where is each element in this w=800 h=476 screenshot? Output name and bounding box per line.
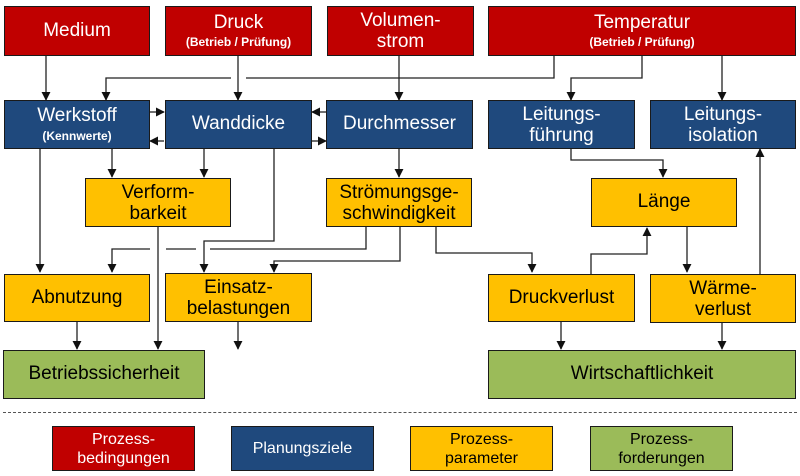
node-werkstoff-sub: (Kennwerte) bbox=[42, 128, 112, 143]
node-volumenstrom-line2: strom bbox=[376, 31, 425, 52]
node-waermeverlust-line2: verlust bbox=[695, 298, 751, 320]
node-laenge: Länge bbox=[591, 178, 737, 227]
arrow-leitungsfuehrung-laenge bbox=[570, 149, 668, 178]
arrow-temperatur-werkstoff bbox=[106, 56, 555, 100]
node-druckverlust: Druckverlust bbox=[488, 274, 635, 322]
node-leitungsisolation: Leitungs- isolation bbox=[650, 100, 796, 149]
legend-process-parameters: Prozess- parameter bbox=[410, 426, 553, 471]
legend-process-parameters-line1: Prozess- bbox=[449, 430, 514, 448]
arrow-druckverlust-laenge bbox=[590, 227, 652, 274]
legend-process-requirements-line2: forderungen bbox=[618, 449, 705, 467]
node-verformbarkeit-line2: barkeit bbox=[129, 202, 187, 224]
node-leitungsisolation-line1: Leitungs- bbox=[683, 103, 763, 125]
legend-process-requirements: Prozess- forderungen bbox=[590, 426, 733, 471]
node-werkstoff-title: Werkstoff bbox=[37, 105, 117, 127]
legend-process-parameters-line2: parameter bbox=[445, 449, 518, 467]
node-laenge-title: Länge bbox=[637, 191, 691, 213]
node-waermeverlust: Wärme- verlust bbox=[650, 274, 796, 323]
node-einsatz-line2: belastungen bbox=[186, 297, 291, 319]
node-abnutzung: Abnutzung bbox=[4, 274, 150, 322]
legend-process-conditions: Prozess- bedingungen bbox=[52, 426, 195, 471]
node-druck-sub: (Betrieb / Prüfung) bbox=[185, 35, 292, 50]
node-stroemung-line1: Strömungsge- bbox=[339, 181, 459, 203]
node-leitungsisolation-line2: isolation bbox=[688, 124, 758, 146]
node-leitungsfuehrung-line2: führung bbox=[529, 124, 594, 146]
node-waermeverlust-line1: Wärme- bbox=[689, 277, 757, 299]
node-wanddicke: Wanddicke bbox=[165, 100, 312, 149]
node-wirtschaftlichkeit-title: Wirtschaftlichkeit bbox=[570, 363, 714, 385]
node-druck: Druck (Betrieb / Prüfung) bbox=[165, 6, 312, 56]
node-temperatur: Temperatur (Betrieb / Prüfung) bbox=[488, 6, 796, 56]
node-stroemung-line2: schwindigkeit bbox=[342, 202, 456, 224]
node-medium: Medium bbox=[4, 6, 150, 56]
legend-process-conditions-line2: bedingungen bbox=[77, 449, 170, 467]
node-betriebssicherheit-title: Betriebssicherheit bbox=[28, 363, 180, 385]
node-druckverlust-title: Druckverlust bbox=[508, 286, 615, 308]
node-verformbarkeit: Verform- barkeit bbox=[85, 178, 231, 227]
legend-process-requirements-line1: Prozess- bbox=[629, 430, 694, 448]
node-temperatur-title: Temperatur bbox=[593, 11, 691, 33]
node-verformbarkeit-line1: Verform- bbox=[121, 181, 195, 203]
legend-planning-goals: Planungsziele bbox=[231, 426, 374, 471]
legend-process-conditions-line1: Prozess- bbox=[91, 430, 156, 448]
node-leitungsfuehrung-line1: Leitungs- bbox=[522, 103, 601, 125]
arrow-temperatur-leitungsfuehrung bbox=[566, 56, 643, 101]
node-medium-title: Medium bbox=[43, 19, 111, 41]
node-stroemung: Strömungsge- schwindigkeit bbox=[326, 178, 472, 227]
node-einsatz-line1: Einsatz- bbox=[204, 276, 273, 298]
node-temperatur-sub: (Betrieb / Prüfung) bbox=[589, 35, 695, 50]
arrow-stroemung-druckverlust bbox=[435, 227, 537, 273]
node-werkstoff: Werkstoff (Kennwerte) bbox=[4, 100, 150, 149]
node-leitungsfuehrung: Leitungs- führung bbox=[488, 100, 635, 149]
legend-planning-goals-label: Planungsziele bbox=[252, 440, 353, 457]
arrow-stroemung-abnutzung bbox=[112, 227, 367, 272]
node-durchmesser-title: Durchmesser bbox=[343, 113, 456, 135]
node-druck-title: Druck bbox=[213, 11, 264, 33]
node-betriebssicherheit: Betriebssicherheit bbox=[3, 350, 205, 399]
legend-separator bbox=[3, 412, 797, 413]
node-durchmesser: Durchmesser bbox=[326, 100, 473, 149]
node-volumenstrom-line1: Volumen- bbox=[360, 10, 441, 31]
node-wirtschaftlichkeit: Wirtschaftlichkeit bbox=[488, 350, 796, 399]
node-einsatz: Einsatz- belastungen bbox=[165, 273, 312, 322]
arrow-wanddicke-einsatz bbox=[199, 149, 275, 273]
node-wanddicke-title: Wanddicke bbox=[191, 113, 286, 135]
node-volumenstrom: Volumen- strom bbox=[327, 6, 474, 56]
node-abnutzung-title: Abnutzung bbox=[31, 286, 123, 308]
arrow-stroemung-einsatz bbox=[269, 227, 401, 273]
